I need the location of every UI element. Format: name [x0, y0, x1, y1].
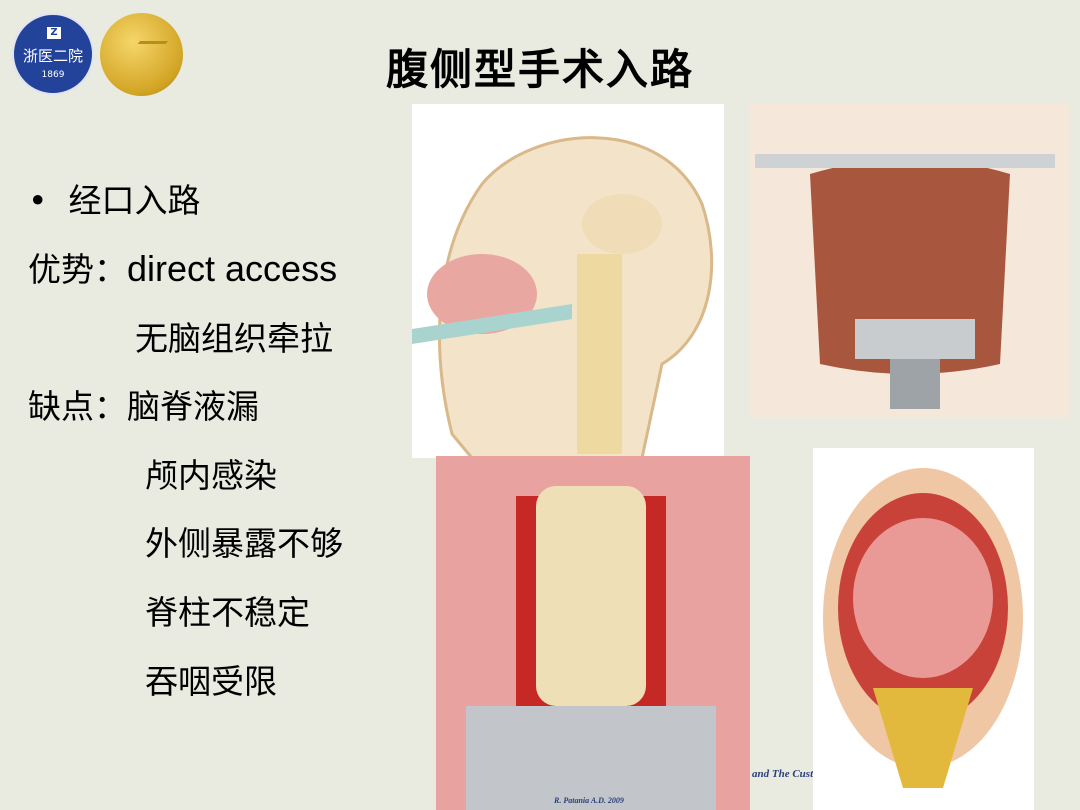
open-mouth-suture-illustration [813, 448, 1034, 810]
disadvantage-item: 颅内感染 [145, 456, 277, 495]
sagittal-head-illustration [412, 104, 724, 458]
logo-z-icon: Z [47, 27, 61, 39]
logo-text: 浙医二院 [22, 47, 83, 65]
bullet-dot-icon: • [28, 181, 69, 220]
advantages-line: 优势：direct access [28, 248, 338, 289]
disadvantages-line: 缺点：脑脊液漏 [28, 387, 259, 426]
university-logo: Z 浙医二院 1869 [12, 13, 94, 95]
disadvantage-item: 脊柱不稳定 [145, 593, 310, 632]
jci-logo [100, 13, 183, 96]
exposed-vertebrae-illustration: R. Patania A.D. 2009 [436, 456, 750, 810]
illustration-signature: R. Patania A.D. 2009 [554, 796, 624, 805]
bullet-item: • 经口入路 [28, 181, 201, 220]
advantage-item: 无脑组织牵拉 [135, 319, 333, 358]
disadvantage-item: 外侧暴露不够 [145, 524, 343, 563]
logo-year: 1869 [41, 70, 65, 80]
caption-fragment: and The Custo [752, 768, 819, 780]
disadvantage-item: 吞咽受限 [145, 662, 277, 701]
slide-title: 腹侧型手术入路 [385, 45, 694, 94]
retractor-mouth-illustration [750, 104, 1070, 418]
